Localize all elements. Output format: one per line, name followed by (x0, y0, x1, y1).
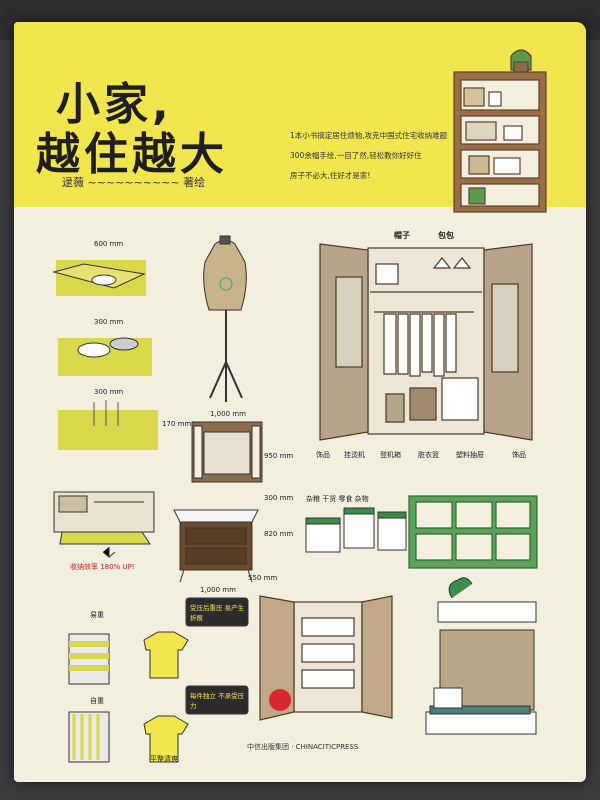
efficiency-label: 收纳效率 180% UP! (70, 563, 135, 571)
wardrobe-label-5: 塑料抽屉 (456, 451, 484, 459)
dim-550: 550 mm (248, 574, 278, 582)
cover-illustrations (52, 49, 547, 763)
kitchen-cabinet-illustration (259, 595, 393, 721)
wardrobe-label-1: 饰品 (316, 451, 330, 459)
dim-600: 600 mm (94, 240, 124, 248)
heavy-label-1: 易重 (90, 611, 104, 619)
heavy-label-2: 自重 (90, 697, 104, 705)
cubby-shelf-illustration (408, 495, 538, 569)
dim-300-b: 300 mm (94, 388, 124, 396)
title-line-2: 越住越大 (36, 129, 228, 180)
wardrobe-illustration (319, 243, 533, 441)
dim-1000-bottom: 1,000 mm (200, 586, 236, 594)
vanity-illustration (173, 509, 259, 583)
storage-boxes-illustration (305, 507, 407, 553)
box-labels: 杂粮 干货 零食 杂物 (306, 495, 369, 503)
dim-820: 820 mm (264, 530, 294, 538)
wardrobe-label-2: 挂烫机 (344, 451, 365, 459)
wardrobe-label-bag: 包包 (438, 231, 454, 240)
bookshelf-illustration (453, 49, 547, 213)
tagline-3: 房子不必大,住好才是家! (290, 171, 371, 180)
left-sketches (52, 260, 158, 763)
dress-form-illustration (203, 235, 247, 402)
dim-170: 170 mm (162, 420, 192, 428)
author-line: 逯薇 ~~~~~~~~~~ 著绘 (62, 176, 206, 189)
dim-300-a: 300 mm (94, 318, 124, 326)
wardrobe-label-hat: 帽子 (394, 231, 410, 240)
mirror-cabinet-illustration (191, 421, 263, 483)
entry-bench-illustration (425, 577, 537, 735)
result-label: 平整清爽 (150, 755, 178, 763)
book-cover: 小家, 越住越大 逯薇 ~~~~~~~~~~ 著绘 1本小书搞定居住烦恼,攻克中… (14, 22, 586, 782)
tagline-1: 1本小书搞定居住烦恼,攻克中国式住宅收纳难题 (290, 131, 448, 140)
publisher-name: 中信出版集团 · CHINACITICPRESS (247, 743, 359, 751)
press-note-1: 受压后重压 易产生折痕 (190, 604, 245, 622)
tshirt-illustrations (143, 597, 249, 763)
title-line-1: 小家, (56, 79, 173, 130)
dim-1000-top: 1,000 mm (210, 410, 246, 418)
wardrobe-label-4: 脏衣篮 (418, 451, 439, 459)
wardrobe-label-3: 登机箱 (380, 451, 401, 459)
wardrobe-label-6: 饰品 (512, 451, 526, 459)
dim-300-c: 300 mm (264, 494, 294, 502)
publisher-logo (269, 689, 291, 711)
press-note-2: 每件独立 不承受压力 (190, 692, 245, 710)
tagline-2: 300余幅手绘,一目了然,轻松教你好好住 (290, 151, 422, 160)
dim-950: 950 mm (264, 452, 294, 460)
